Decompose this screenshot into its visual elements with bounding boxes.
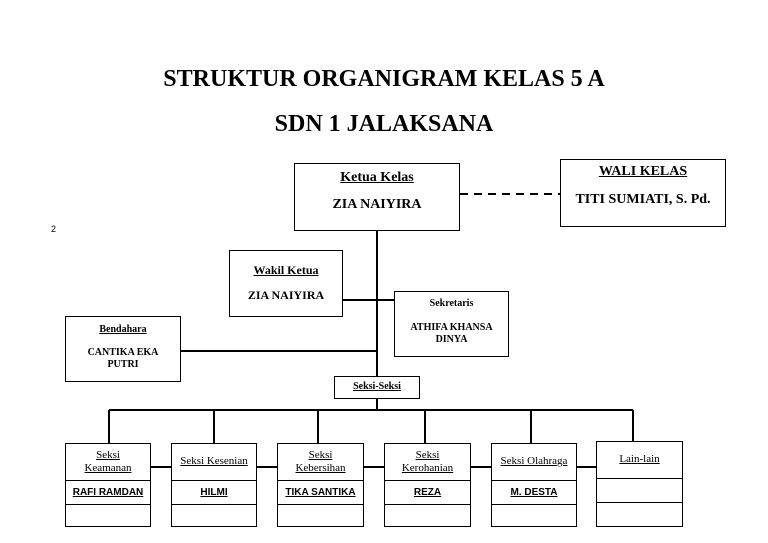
ketua-name: ZIA NAIYIRA <box>332 197 422 212</box>
wakil-role: Wakil Ketua <box>253 263 319 277</box>
sekretaris-role: Sekretaris <box>429 298 474 309</box>
seksi-kesenian-name: HILMI <box>172 480 256 505</box>
seksi-olahraga-box: Seksi Olahraga M. DESTA <box>491 443 577 527</box>
seksi-olahraga-role: Seksi Olahraga <box>492 444 576 481</box>
lain-lain-box: Lain-lain <box>596 441 683 527</box>
seksi-kesenian-role: Seksi Kesenian <box>172 444 256 481</box>
lain-lain-name <box>597 478 682 503</box>
bendahara-name: CANTIKA EKA PUTRI <box>87 347 159 370</box>
seksi-kerohanian-role: Seksi Kerohanian <box>385 444 470 481</box>
wali-kelas-box: WALI KELAS TITI SUMIATI, S. Pd. <box>560 159 726 227</box>
lain-lain-role: Lain-lain <box>597 442 682 479</box>
wakil-ketua-box: Wakil Ketua ZIA NAIYIRA <box>229 250 343 317</box>
ketua-role: Ketua Kelas <box>340 170 414 185</box>
wakil-name: ZIA NAIYIRA <box>247 288 325 302</box>
title-line-1: STRUKTUR ORGANIGRAM KELAS 5 A <box>163 66 605 92</box>
sekretaris-name: ATHIFA KHANSA DINYA <box>410 322 493 345</box>
seksi-keamanan-box: Seksi Keamanan RAFI RAMDAN <box>65 443 151 527</box>
seksi-keamanan-role: Seksi Keamanan <box>66 444 150 481</box>
bendahara-box: Bendahara CANTIKA EKA PUTRI <box>65 316 181 382</box>
title-line-2: SDN 1 JALAKSANA <box>274 111 494 137</box>
seksi-kebersihan-role: Seksi Kebersihan <box>278 444 363 481</box>
seksi-olahraga-name: M. DESTA <box>492 480 576 505</box>
bendahara-role: Bendahara <box>99 324 147 335</box>
seksi-seksi-label: Seksi-Seksi <box>353 381 401 392</box>
seksi-kebersihan-box: Seksi Kebersihan TIKA SANTIKA <box>277 443 364 527</box>
seksi-kerohanian-name: REZA <box>385 480 470 505</box>
seksi-seksi-box: Seksi-Seksi <box>334 376 420 399</box>
sekretaris-box: Sekretaris ATHIFA KHANSA DINYA <box>394 291 509 357</box>
wali-role: WALI KELAS <box>598 164 688 179</box>
seksi-kerohanian-box: Seksi Kerohanian REZA <box>384 443 471 527</box>
ketua-kelas-box: Ketua Kelas ZIA NAIYIRA <box>294 163 460 231</box>
seksi-keamanan-name: RAFI RAMDAN <box>66 480 150 505</box>
page-number: 2 <box>51 224 57 234</box>
seksi-kebersihan-name: TIKA SANTIKA <box>278 480 363 505</box>
seksi-kesenian-box: Seksi Kesenian HILMI <box>171 443 257 527</box>
wali-name: TITI SUMIATI, S. Pd. <box>575 192 711 207</box>
